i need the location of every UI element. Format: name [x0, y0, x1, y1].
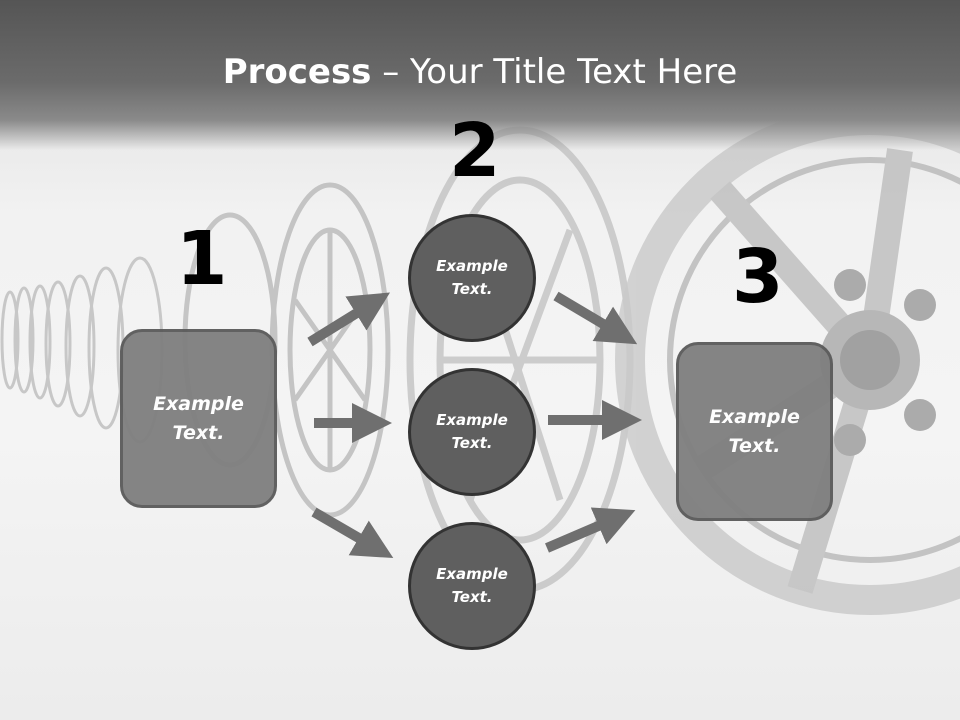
step-number-2: 2 [449, 108, 501, 194]
arrow-top-to-3 [553, 291, 638, 345]
step-3-box: Example Text. [676, 342, 833, 521]
circle-middle-text: Example Text. [436, 411, 508, 452]
arrow-1-to-bottom [311, 507, 394, 559]
slide-title: Process – Your Title Text Here [0, 52, 960, 92]
step-3-text: Example Text. [709, 405, 800, 457]
step-number-1: 1 [176, 216, 228, 302]
arrow-1-to-top [307, 292, 391, 347]
arrow-bottom-to-3 [545, 507, 636, 553]
circle-bottom: Example Text. [408, 522, 536, 650]
title-bar [0, 0, 960, 150]
title-rest: – Your Title Text Here [371, 52, 738, 92]
circle-middle: Example Text. [408, 368, 536, 496]
title-bold: Process [222, 52, 372, 92]
step-number-3: 3 [732, 234, 784, 320]
step-1-text: Example Text. [153, 392, 244, 444]
circle-top: Example Text. [408, 214, 536, 342]
circle-bottom-text: Example Text. [436, 565, 508, 606]
step-1-box: Example Text. [120, 329, 277, 508]
circle-top-text: Example Text. [436, 257, 508, 298]
